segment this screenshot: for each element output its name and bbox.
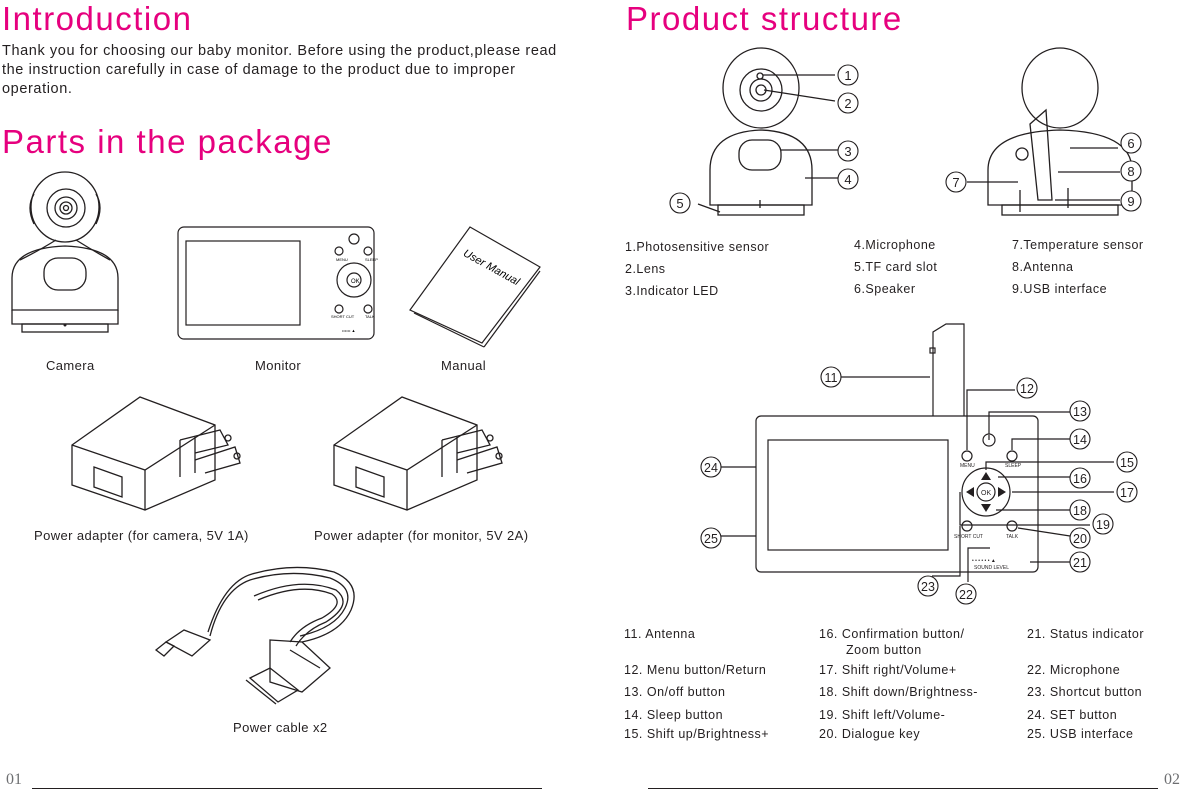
- monitor-part-11: 11. Antenna: [624, 627, 696, 641]
- callout-17: 17: [1120, 486, 1134, 500]
- monitor-part-13: 13. On/off button: [624, 685, 726, 699]
- power-adapter-monitor-illustration: [333, 396, 503, 511]
- callout-14: 14: [1073, 433, 1087, 447]
- camera-part-3: 3.Indicator LED: [625, 284, 719, 298]
- monitor-part-22: 22. Microphone: [1027, 663, 1121, 677]
- monitor-part-16-cont: Zoom button: [846, 643, 922, 657]
- callout-3: 3: [844, 144, 851, 159]
- monitor-part-19: 19. Shift left/Volume-: [819, 708, 946, 722]
- callout-6: 6: [1127, 136, 1134, 151]
- footer-rule-right: [648, 788, 1158, 789]
- camera-part-8: 8.Antenna: [1012, 260, 1074, 274]
- svg-text:MENU: MENU: [960, 463, 975, 469]
- manual-caption: Manual: [441, 358, 487, 373]
- callout-22: 22: [959, 588, 973, 602]
- svg-text:OK: OK: [981, 490, 991, 497]
- camera-parts-col3: 7.Temperature sensor 8.Antenna 9.USB int…: [1012, 234, 1144, 300]
- callout-1: 1: [844, 68, 851, 83]
- usb-cable-illustration: [154, 566, 355, 705]
- svg-text:TALK: TALK: [1006, 534, 1019, 540]
- monitor-part-20: 20. Dialogue key: [819, 727, 921, 741]
- monitor-part-23: 23. Shortcut button: [1027, 685, 1143, 699]
- monitor-part-18: 18. Shift down/Brightness-: [819, 685, 978, 699]
- callout-5: 5: [676, 196, 683, 211]
- camera-caption: Camera: [46, 358, 95, 373]
- callout-7: 7: [952, 175, 959, 190]
- page-number-left: 01: [6, 771, 22, 788]
- camera-part-9: 9.USB interface: [1012, 282, 1108, 296]
- callout-4: 4: [844, 172, 851, 187]
- camera-parts-col1: 1.Photosensitive sensor 2.Lens 3.Indicat…: [625, 236, 769, 302]
- callout-9: 9: [1127, 194, 1134, 209]
- svg-text:SHORT CUT: SHORT CUT: [954, 534, 983, 540]
- introduction-heading: Introduction: [2, 0, 193, 37]
- callout-12: 12: [1020, 382, 1034, 396]
- callout-2: 2: [844, 96, 851, 111]
- footer-rule-left: [32, 788, 542, 789]
- svg-text:SOUND LEVEL: SOUND LEVEL: [974, 565, 1009, 571]
- introduction-text: Thank you for choosing our baby monitor.…: [2, 43, 557, 97]
- camera-part-5: 5.TF card slot: [854, 260, 938, 274]
- svg-text:OK: OK: [351, 279, 360, 285]
- callout-8: 8: [1127, 164, 1134, 179]
- monitor-illustration: OK MENU SLEEP SHORT CUT TALK •••••• ▲: [177, 226, 378, 340]
- monitor-caption: Monitor: [255, 358, 302, 373]
- callout-15: 15: [1120, 456, 1134, 470]
- camera-part-7: 7.Temperature sensor: [1012, 238, 1144, 252]
- svg-text:• • • • • • ▲: • • • • • • ▲: [972, 558, 996, 564]
- svg-text:SLEEP: SLEEP: [1005, 463, 1022, 469]
- monitor-part-15: 15. Shift up/Brightness+: [624, 727, 770, 741]
- page-number-right: 02: [1164, 771, 1180, 788]
- svg-text:SLEEP: SLEEP: [365, 257, 378, 262]
- monitor-part-12: 12. Menu button/Return: [624, 663, 767, 677]
- adapter-monitor-caption: Power adapter (for monitor, 5V 2A): [314, 528, 529, 543]
- camera-structure-diagram: 1 2 3 4 5 6 7 8 9: [669, 47, 1142, 216]
- callout-16: 16: [1073, 472, 1087, 486]
- cable-caption: Power cable x2: [233, 720, 328, 735]
- callout-21: 21: [1073, 556, 1087, 570]
- callout-13: 13: [1073, 405, 1087, 419]
- product-structure-heading: Product structure: [626, 0, 903, 37]
- camera-part-2: 2.Lens: [625, 262, 666, 276]
- camera-part-1: 1.Photosensitive sensor: [625, 240, 770, 254]
- camera-illustration: [11, 171, 119, 333]
- manual-illustration: User Manual: [409, 226, 541, 348]
- parts-heading: Parts in the package: [2, 123, 333, 160]
- power-adapter-camera-illustration: [71, 396, 241, 511]
- svg-text:•••••• ▲: •••••• ▲: [342, 328, 356, 333]
- monitor-part-21: 21. Status indicator: [1027, 627, 1145, 641]
- monitor-part-25: 25. USB interface: [1027, 727, 1134, 741]
- monitor-part-17: 17. Shift right/Volume+: [819, 663, 957, 677]
- camera-parts-col2: 4.Microphone 5.TF card slot 6.Speaker: [854, 234, 937, 300]
- svg-text:TALK: TALK: [365, 314, 375, 319]
- camera-part-4: 4.Microphone: [854, 238, 936, 252]
- monitor-part-24: 24. SET button: [1027, 708, 1118, 722]
- callout-18: 18: [1073, 504, 1087, 518]
- camera-part-6: 6.Speaker: [854, 282, 916, 296]
- callout-23: 23: [921, 580, 935, 594]
- svg-text:MENU: MENU: [336, 257, 348, 262]
- callout-11: 11: [825, 371, 838, 385]
- adapter-camera-caption: Power adapter (for camera, 5V 1A): [34, 528, 249, 543]
- callout-19: 19: [1096, 518, 1110, 532]
- monitor-part-16: 16. Confirmation button/: [819, 627, 965, 641]
- callout-24: 24: [704, 461, 718, 475]
- svg-text:SHORT CUT: SHORT CUT: [331, 314, 355, 319]
- manual-cover-text: User Manual: [461, 247, 522, 288]
- monitor-structure-diagram: MENU SLEEP OK SHORT CUT TALK • • • • • • ▲…: [700, 323, 1138, 605]
- monitor-part-14: 14. Sleep button: [624, 708, 724, 722]
- callout-25: 25: [704, 532, 718, 546]
- callout-20: 20: [1073, 532, 1087, 546]
